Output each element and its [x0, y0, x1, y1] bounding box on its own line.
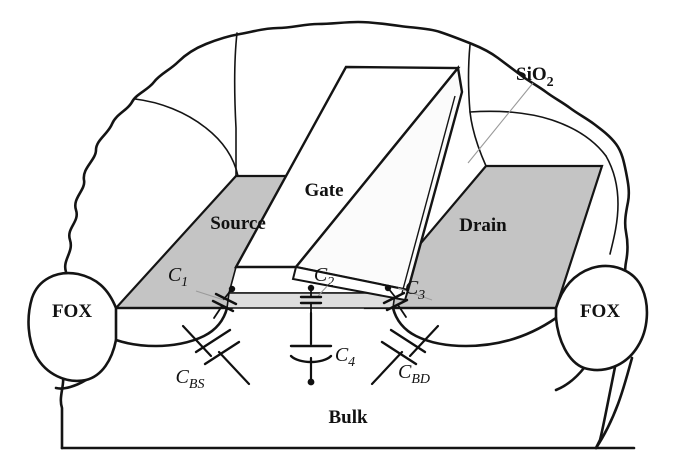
fold-seam-right — [467, 44, 487, 167]
fox-right-lower-lobe — [554, 366, 586, 392]
bulk-right-lower-edge — [594, 356, 634, 450]
label-c4-base: C — [335, 344, 349, 366]
cbs-lead-upper — [181, 324, 213, 358]
label-cbd-base: C — [398, 361, 412, 383]
label-fox-left: FOX — [52, 301, 92, 322]
c3-plate-b — [385, 298, 409, 312]
c1-plate-b — [211, 299, 235, 313]
label-c1: C1 — [168, 264, 188, 290]
label-c2-sub: 2 — [327, 275, 334, 290]
label-drain: Drain — [459, 215, 507, 236]
capacitor-symbol-c4 — [289, 311, 333, 386]
cbd-plate-b — [380, 340, 418, 366]
label-sio2-sub: 2 — [547, 75, 554, 90]
capacitor-symbol-c1 — [211, 285, 238, 319]
label-gate: Gate — [304, 180, 343, 201]
label-cbs: CBS — [176, 366, 205, 392]
fox-left-body — [27, 271, 118, 383]
capacitor-symbol-c3 — [382, 284, 409, 318]
label-source: Source — [210, 213, 266, 234]
drain-junction-curve — [391, 306, 558, 348]
capacitor-symbol-cbd — [370, 324, 440, 386]
label-cbs-base: C — [176, 366, 190, 388]
label-bulk: Bulk — [328, 407, 368, 428]
cbd-lead-lower — [370, 350, 404, 386]
label-c3-base: C — [405, 277, 419, 299]
c3-lead-bottom — [397, 304, 407, 318]
label-c1-sub: 1 — [181, 275, 188, 290]
label-c3-sub: 3 — [417, 288, 425, 303]
capacitor-symbol-c2 — [299, 284, 323, 314]
fold-curve-right — [469, 110, 607, 157]
label-sio2-base: SiO — [516, 64, 547, 85]
fox-left-lower-lobe — [54, 378, 88, 390]
c1-plate-a — [214, 292, 238, 306]
sio2-leader-line — [467, 82, 534, 164]
fold-curve-left — [134, 98, 239, 177]
c1-leader-line — [195, 290, 225, 301]
gate-slab — [233, 65, 464, 302]
label-c1-base: C — [168, 264, 182, 286]
fold-seam-left — [233, 32, 238, 177]
bulk-outer-outline — [59, 20, 631, 450]
capacitor-symbol-cbs — [181, 324, 251, 386]
cbd-lead-upper — [408, 324, 440, 358]
label-c2-base: C — [314, 264, 328, 286]
label-c4-sub: 4 — [348, 355, 355, 370]
cbs-plate-b — [203, 340, 241, 366]
c1-lead-bottom — [213, 305, 223, 319]
label-c2: C2 — [314, 264, 334, 290]
bulk-substrate-block — [59, 20, 636, 450]
fox-right-body — [554, 264, 649, 372]
c3-plate-a — [382, 291, 406, 305]
cbs-plate-a — [194, 328, 232, 354]
label-c4: C4 — [335, 344, 355, 370]
label-sio2: SiO2 — [516, 64, 554, 90]
label-cbs-sub: BS — [189, 377, 205, 392]
field-oxide-right — [554, 264, 649, 392]
substrate-fold-lines — [134, 32, 619, 255]
cbs-lead-lower — [217, 350, 251, 386]
label-cbd: CBD — [398, 361, 430, 387]
fold-seam-far-right — [605, 155, 619, 255]
junction-curves — [114, 306, 558, 348]
c2-leader-line — [317, 282, 331, 297]
source-junction-curve — [114, 306, 229, 348]
gate-right-face-highlight — [401, 95, 456, 294]
cbd-plate-a — [389, 328, 427, 354]
label-fox-right: FOX — [580, 301, 620, 322]
label-c3: C3 — [405, 277, 425, 303]
label-cbd-sub: BD — [411, 372, 430, 387]
field-oxide-left — [27, 271, 118, 390]
c3-leader-line — [397, 287, 433, 301]
c4-bottom-node — [307, 378, 315, 386]
